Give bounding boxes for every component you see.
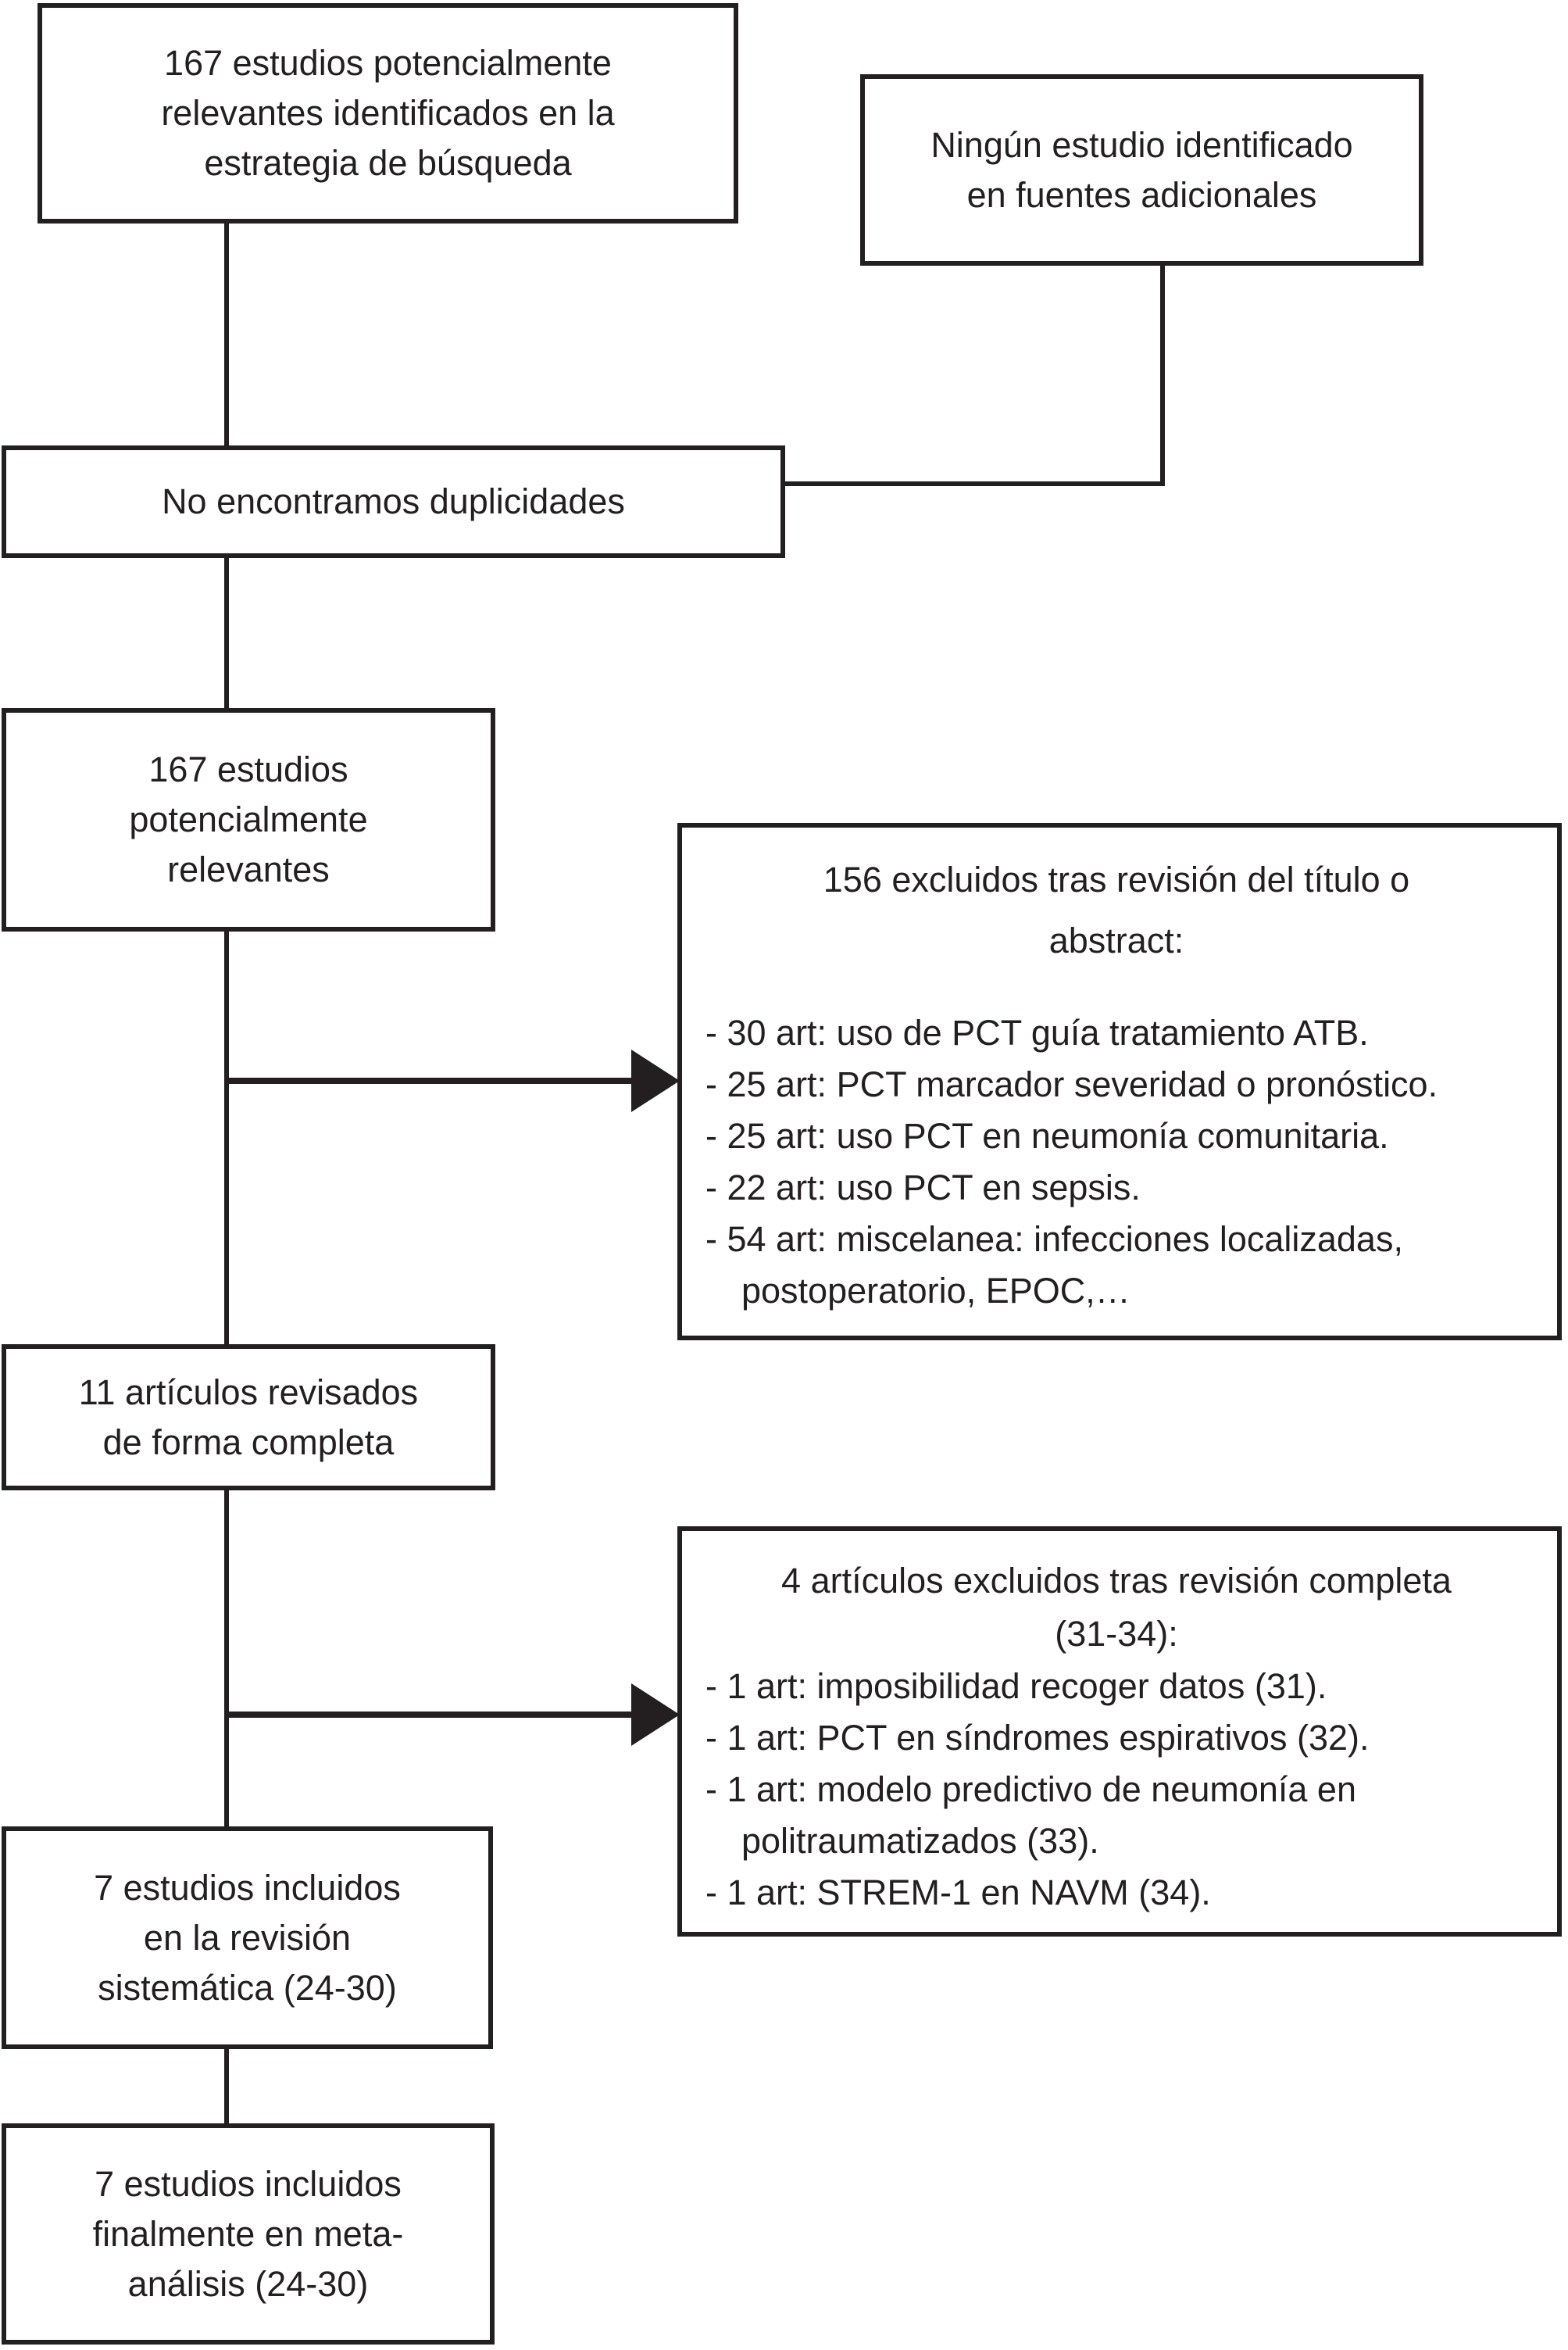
excluded-full-review-list: - 1 art: imposibilidad recoger datos (31…: [705, 1661, 1527, 1919]
excluded-title-abstract-heading: 156 excluidos tras revisión del título o…: [823, 860, 1410, 960]
connector-fulltext-to-included: [224, 1490, 229, 1826]
node-potentially-relevant: 167 estudios potencialmente relevantes: [2, 708, 495, 932]
connector-search-to-duplicates: [224, 224, 229, 445]
connector-relevant-to-fulltext: [224, 932, 229, 1344]
connector-included-to-meta: [224, 2049, 229, 2123]
list-item: - 1 art: imposibilidad recoger datos (31…: [705, 1666, 1327, 1706]
list-item: - 25 art: uso PCT en neumonía comunitari…: [705, 1116, 1389, 1156]
connector-additional-horizontal: [785, 481, 1165, 486]
arrow-excluded-title-shaft: [227, 1078, 637, 1084]
list-item: - 25 art: PCT marcador severidad o pronó…: [705, 1064, 1438, 1104]
list-item: - 30 art: uso de PCT guía tratamiento AT…: [705, 1013, 1369, 1053]
node-no-duplicates: No encontramos duplicidades: [2, 445, 785, 558]
excluded-full-review-heading: 4 artículos excluidos tras revisión comp…: [781, 1561, 1452, 1654]
arrow-right-icon: [631, 1050, 680, 1112]
node-full-text-reviewed: 11 artículos revisados de forma completa: [2, 1344, 495, 1490]
node-excluded-full-review: 4 artículos excluidos tras revisión comp…: [677, 1526, 1562, 1937]
node-identified-search: 167 estudios potencialmente relevantes i…: [38, 3, 738, 224]
excluded-title-abstract-list: - 30 art: uso de PCT guía tratamiento AT…: [705, 1007, 1527, 1317]
arrow-excluded-full-shaft: [227, 1712, 637, 1718]
node-included-meta-analysis: 7 estudios incluidos finalmente en meta-…: [2, 2123, 495, 2345]
list-item: - 22 art: uso PCT en sepsis.: [705, 1168, 1141, 1207]
arrow-right-icon: [631, 1683, 680, 1746]
connector-additional-vertical: [1160, 266, 1165, 486]
list-item: - 1 art: STREM-1 en NAVM (34).: [705, 1872, 1211, 1912]
list-item: - 54 art: miscelanea: infecciones locali…: [705, 1219, 1403, 1311]
list-item: - 1 art: PCT en síndromes espirativos (3…: [705, 1718, 1370, 1758]
connector-duplicates-to-relevant: [224, 558, 229, 708]
node-additional-sources: Ningún estudio identificado en fuentes a…: [860, 74, 1423, 266]
list-item: - 1 art: modelo predictivo de neumonía e…: [705, 1769, 1356, 1861]
node-excluded-title-abstract: 156 excluidos tras revisión del título o…: [677, 823, 1562, 1340]
node-included-systematic-review: 7 estudios incluidos en la revisión sist…: [2, 1826, 493, 2049]
